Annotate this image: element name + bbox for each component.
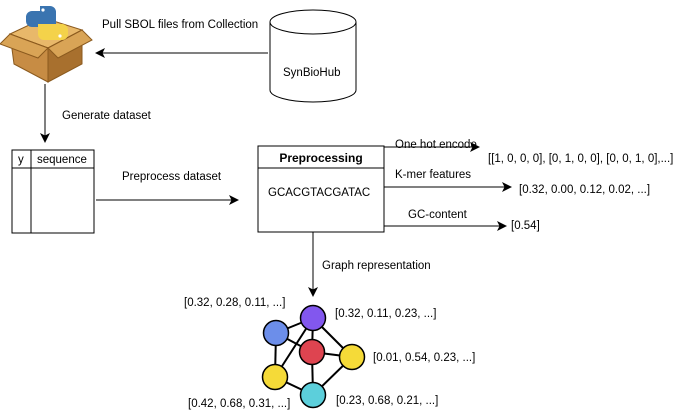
- node-vector-yellow-right: [0.01, 0.54, 0.23, ...]: [373, 352, 476, 364]
- one-hot-output: [[1, 0, 0, 0], [0, 1, 0, 0], [0, 0, 1, 0…: [488, 153, 674, 165]
- generate-dataset-label: Generate dataset: [62, 110, 151, 122]
- one-hot-label: One hot encode: [395, 139, 477, 151]
- graph-node-cyan: [299, 381, 327, 409]
- kmer-label: K-mer features: [395, 169, 472, 181]
- preprocess-dataset-label: Preprocess dataset: [122, 171, 222, 183]
- node-vector-blue: [0.32, 0.28, 0.11, ...]: [184, 297, 286, 309]
- graph-representation-label: Graph representation: [322, 260, 431, 272]
- graph-node-yellow-right: [338, 343, 366, 371]
- graph-node-yellow-left: [261, 363, 289, 391]
- preprocessing-box: [257, 145, 385, 233]
- preprocessing-sequence: GCACGTACGATAC: [268, 187, 371, 199]
- dataset-table: [11, 149, 95, 234]
- synbiohub-database-icon: [269, 9, 357, 103]
- column-header-y: y: [18, 154, 24, 166]
- node-vector-yellow-left: [0.42, 0.68, 0.31, ...]: [188, 398, 291, 410]
- synbiohub-label: SynBioHub: [283, 67, 341, 79]
- gc-content-label: GC-content: [408, 209, 467, 221]
- graph-node-red: [298, 338, 326, 366]
- python-package-icon: [0, 6, 93, 83]
- gc-content-output: [0.54]: [511, 220, 540, 232]
- kmer-output: [0.32, 0.00, 0.12, 0.02, ...]: [519, 184, 651, 196]
- graph-node-blue: [262, 319, 290, 347]
- pull-sbol-label: Pull SBOL files from Collection: [102, 19, 259, 31]
- graph-node-purple: [299, 304, 327, 332]
- node-vector-cyan: [0.23, 0.68, 0.21, ...]: [336, 395, 439, 407]
- column-header-sequence: sequence: [37, 154, 87, 166]
- node-vector-purple: [0.32, 0.11, 0.23, ...]: [335, 308, 437, 320]
- preprocessing-title: Preprocessing: [279, 151, 363, 165]
